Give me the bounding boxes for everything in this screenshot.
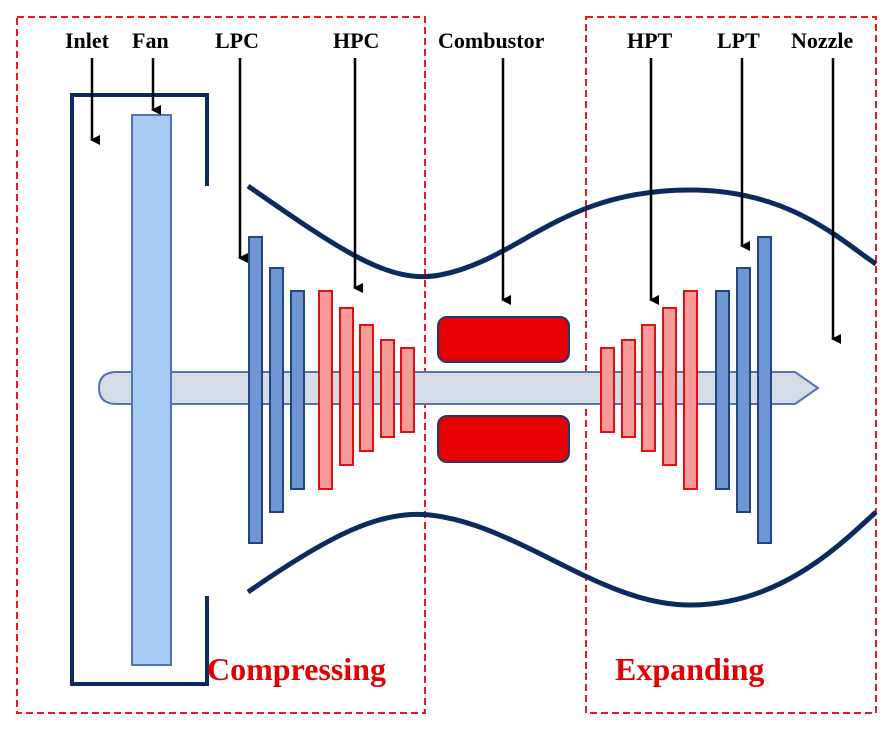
fan-blade bbox=[131, 114, 172, 666]
core-casing-top bbox=[246, 183, 878, 280]
hpt-stages bbox=[600, 290, 698, 490]
hpc-stages bbox=[318, 290, 415, 490]
expanding-label: Expanding bbox=[615, 651, 764, 687]
hpc-stage bbox=[400, 347, 415, 433]
hpc-stage bbox=[380, 339, 395, 438]
lpt-stage bbox=[757, 236, 772, 544]
hpt-stage bbox=[683, 290, 698, 490]
hpc-label: HPC bbox=[333, 28, 379, 53]
hpt-stage bbox=[662, 307, 677, 466]
compressing-section-box bbox=[16, 16, 426, 714]
lpc-stages bbox=[248, 236, 305, 544]
lpt-stage bbox=[715, 290, 730, 490]
core-casing-bottom bbox=[246, 510, 878, 608]
hpc-stage bbox=[318, 290, 333, 490]
combustor-chamber-bottom bbox=[437, 415, 570, 463]
compressing-label: Compressing bbox=[207, 651, 386, 687]
hpt-stage bbox=[600, 347, 615, 433]
lpt-stages bbox=[715, 236, 772, 544]
hpt-stage bbox=[621, 339, 636, 438]
lpt-stage bbox=[736, 267, 751, 513]
combustor-label: Combustor bbox=[438, 28, 545, 53]
combustor-chamber-top bbox=[437, 316, 570, 363]
inlet-label: Inlet bbox=[65, 28, 110, 53]
lpc-label: LPC bbox=[215, 28, 259, 53]
hpc-stage bbox=[339, 307, 354, 466]
hpt-label: HPT bbox=[627, 28, 673, 53]
fan-label: Fan bbox=[132, 28, 169, 53]
lpt-label: LPT bbox=[717, 28, 760, 53]
shaft bbox=[97, 371, 820, 405]
lpc-stage bbox=[248, 236, 263, 544]
nozzle-label: Nozzle bbox=[791, 28, 854, 53]
hpc-stage bbox=[359, 324, 374, 452]
expanding-section-box bbox=[585, 16, 877, 714]
hpt-stage bbox=[641, 324, 656, 452]
lpc-stage bbox=[269, 267, 284, 513]
fan-casing bbox=[70, 93, 209, 686]
pointer-arrows bbox=[90, 58, 841, 344]
lpc-stage bbox=[290, 290, 305, 490]
